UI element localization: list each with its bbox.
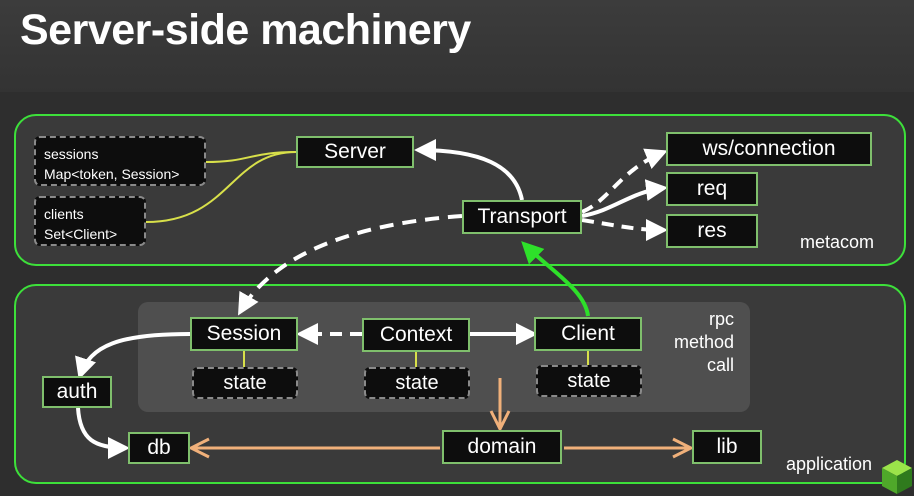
sessions-map-node: sessions Map<token, Session> [34,136,206,186]
transport-session-arrow [237,214,463,316]
session-label: Session [206,322,282,345]
db-node: db [128,432,190,464]
context-state-label: state [395,371,439,394]
client-transport-arrow [521,241,590,317]
session-auth-arrow [75,332,191,380]
metacom-label: metacom [800,232,875,252]
session-state-label: state [223,371,267,394]
context-node: Context [362,318,470,352]
slide-title: Server-side machinery [20,6,471,54]
transport-ws-arrow [581,148,668,214]
auth-label: auth [56,380,98,403]
server-node: Server [296,136,414,168]
rpc-label: rpc method call [664,308,734,377]
transport-res-arrow [581,218,668,241]
transport-label: Transport [477,205,567,228]
res-node: res [666,214,758,248]
client-state-label: state [567,369,611,392]
transport-req-arrow [581,179,668,218]
context-label: Context [379,323,453,346]
clients-set-node: clients Set<Client> [34,196,146,246]
client-node: Client [534,317,642,351]
auth-node: auth [42,376,112,408]
session-node: Session [190,317,298,351]
req-node: req [666,172,758,206]
domain-node: domain [442,430,562,464]
res-label: res [697,219,727,242]
rpc-line-3: call [706,355,734,375]
sessions-type: Map<token, Session> [44,166,180,182]
domain-label: domain [467,435,537,458]
ws-connection-node: ws/connection [666,132,872,166]
session-state-node: state [192,367,298,399]
lib-node: lib [692,430,762,464]
client-label: Client [561,322,615,345]
rpc-line-2: method [673,332,734,352]
server-label: Server [324,140,386,163]
application-label: application [786,454,873,474]
client-state-node: state [536,365,642,397]
rpc-line-1: rpc [708,309,734,329]
clients-type: Set<Client> [44,226,118,242]
title-bar: Server-side machinery [0,0,914,92]
transport-server-arrow [414,139,524,201]
clients-title: clients [44,206,84,222]
context-state-node: state [364,367,470,399]
green-cube-logo [882,460,912,494]
auth-db-arrow [76,407,130,459]
lib-label: lib [716,435,738,458]
sessions-title: sessions [44,146,99,162]
transport-node: Transport [462,200,582,234]
req-label: req [696,177,728,200]
db-label: db [147,436,171,459]
clients-link [145,151,297,223]
ws-connection-label: ws/connection [702,137,836,160]
